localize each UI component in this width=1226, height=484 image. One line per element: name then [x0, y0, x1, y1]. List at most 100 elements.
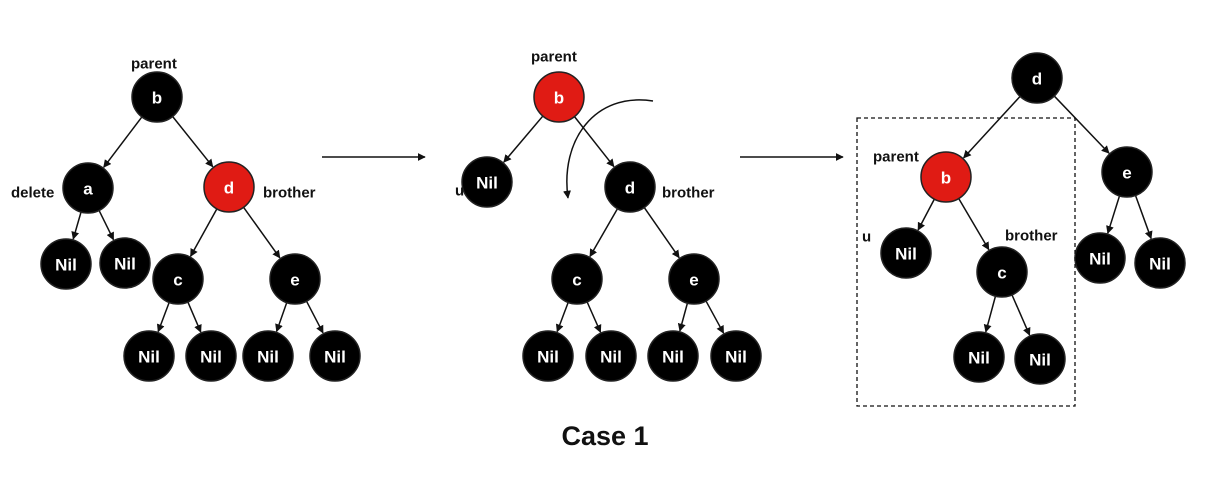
edge-b-u: [503, 115, 544, 163]
node-n5: Nil: [1074, 232, 1126, 284]
node-n4: Nil: [585, 330, 637, 382]
node-c: c: [976, 246, 1028, 298]
label-delete: delete: [11, 185, 54, 202]
edge-c-n3: [983, 295, 997, 333]
edges: [71, 116, 324, 334]
node-circle: [1101, 146, 1153, 198]
edge-c-n3: [156, 302, 170, 333]
node-label: Nil: [324, 348, 346, 367]
edge-e-n5: [1106, 195, 1121, 234]
node-label: Nil: [968, 349, 990, 368]
node-circle: [551, 253, 603, 305]
node-circle: [1011, 52, 1063, 104]
node-circle: [604, 161, 656, 213]
edge-e-n6: [305, 300, 324, 334]
edge-d-c: [589, 208, 619, 258]
node-n3: Nil: [522, 330, 574, 382]
node-e: e: [668, 253, 720, 305]
node-label: d: [625, 179, 635, 198]
node-label: e: [1122, 164, 1131, 183]
node-circle: [185, 330, 237, 382]
node-n6: Nil: [1134, 237, 1186, 289]
node-label: Nil: [257, 348, 279, 367]
node-circle: [1014, 333, 1066, 385]
edge-e-n6: [705, 300, 725, 334]
case-caption: Case 1: [561, 421, 648, 451]
node-circle: [131, 71, 183, 123]
node-label: Nil: [114, 255, 136, 274]
node-circle: [152, 253, 204, 305]
node-label: Nil: [895, 245, 917, 264]
node-label: Nil: [1089, 250, 1111, 269]
node-c: c: [551, 253, 603, 305]
rotation-arrow-icon: [563, 99, 654, 199]
node-label: b: [554, 89, 564, 108]
edge-c-n4: [586, 301, 602, 333]
node-label: Nil: [55, 256, 77, 275]
label-brother: brother: [662, 185, 715, 202]
node-n1: Nil: [40, 238, 92, 290]
node-circle: [242, 330, 294, 382]
edge-c-n4: [187, 301, 202, 333]
edge-b-a: [103, 116, 143, 168]
edge-b-d: [172, 116, 214, 168]
node-label: b: [941, 169, 951, 188]
node-circle: [461, 156, 513, 208]
node-circle: [647, 330, 699, 382]
node-circle: [123, 330, 175, 382]
node-n6: Nil: [309, 330, 361, 382]
edge-c-n4: [1011, 294, 1031, 336]
label-parent: parent: [873, 149, 919, 166]
node-circle: [522, 330, 574, 382]
label-u: u: [455, 183, 464, 200]
node-label: d: [224, 179, 234, 198]
node-circle: [585, 330, 637, 382]
node-c: c: [152, 253, 204, 305]
node-circle: [99, 237, 151, 289]
label-brother: brother: [263, 185, 316, 202]
edge-e-n5: [275, 302, 288, 333]
node-label: e: [689, 271, 698, 290]
node-label: Nil: [537, 348, 559, 367]
edges: [503, 115, 725, 334]
edges: [917, 95, 1153, 336]
node-circle: [40, 238, 92, 290]
edge-a-n1: [71, 211, 82, 240]
node-circle: [203, 161, 255, 213]
node-label: Nil: [600, 348, 622, 367]
node-a: a: [62, 162, 114, 214]
node-b: b: [131, 71, 183, 123]
node-d: d: [604, 161, 656, 213]
node-label: c: [997, 264, 1006, 283]
label-parent: parent: [531, 49, 577, 66]
edge-b-u: [917, 198, 936, 231]
node-e: e: [1101, 146, 1153, 198]
node-circle: [269, 253, 321, 305]
edge-d-e: [643, 207, 680, 259]
node-n2: Nil: [99, 237, 151, 289]
node-circle: [533, 71, 585, 123]
node-circle: [62, 162, 114, 214]
node-n4: Nil: [185, 330, 237, 382]
node-n3: Nil: [123, 330, 175, 382]
node-n4: Nil: [1014, 333, 1066, 385]
node-circle: [309, 330, 361, 382]
node-e: e: [269, 253, 321, 305]
node-u: Nil: [880, 227, 932, 279]
node-label: Nil: [200, 348, 222, 367]
node-n3: Nil: [953, 331, 1005, 383]
edge-d-c: [189, 208, 218, 257]
node-u: Nil: [461, 156, 513, 208]
edge-e-n6: [1134, 195, 1153, 240]
node-circle: [976, 246, 1028, 298]
node-circle: [880, 227, 932, 279]
node-label: e: [290, 271, 299, 290]
node-label: Nil: [725, 348, 747, 367]
node-circle: [920, 151, 972, 203]
node-label: Nil: [1149, 255, 1171, 274]
node-b: b: [533, 71, 585, 123]
node-d: d: [203, 161, 255, 213]
